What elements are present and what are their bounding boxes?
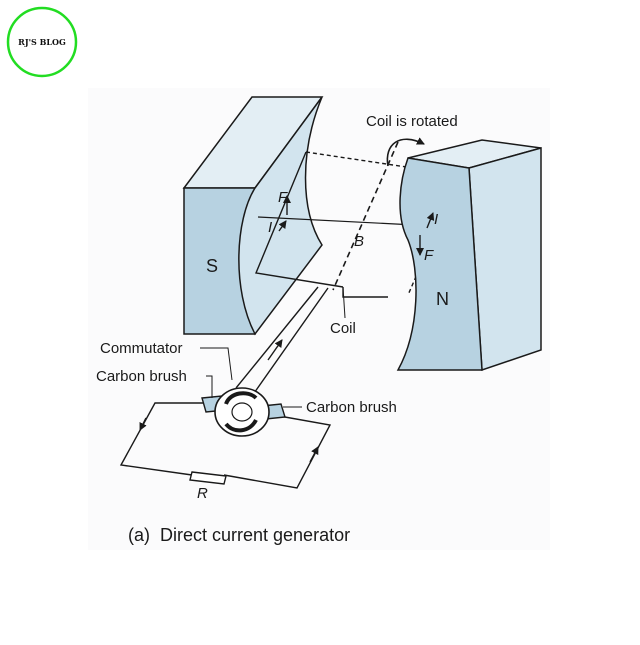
magnet-n-front — [396, 157, 483, 371]
label-coil-rotated: Coil is rotated — [366, 113, 458, 130]
label-commutator: Commutator — [100, 340, 183, 357]
commutator-hub — [231, 402, 253, 422]
label-force-right: F — [424, 247, 434, 264]
shaft-line-right — [251, 287, 329, 397]
label-current-right: I — [434, 211, 438, 228]
resistor — [189, 471, 227, 485]
commutator-segment-top — [224, 391, 258, 405]
watermark-ring — [6, 6, 78, 78]
carbon-brush-left-leader — [206, 375, 213, 398]
label-current-left: I — [268, 219, 272, 236]
label-carbon-brush-right: Carbon brush — [306, 399, 397, 416]
rotation-axis — [332, 141, 399, 291]
shaft-line-left — [235, 286, 319, 389]
label-resistor: R — [197, 485, 208, 502]
magnet-n — [396, 139, 542, 372]
blog-watermark: RJ'S BLOG — [6, 6, 78, 78]
label-pole-n: N — [436, 289, 449, 309]
watermark-text: RJ'S BLOG — [18, 37, 66, 47]
current-arrow-right — [426, 212, 435, 229]
commutator-leader — [200, 347, 233, 381]
figure-caption: (a) Direct current generator — [128, 525, 350, 545]
external-circuit — [119, 402, 332, 489]
coil-leader — [342, 286, 346, 319]
coil-shaft — [235, 286, 329, 397]
rotation-arrow — [386, 137, 425, 167]
commutator-assembly — [201, 387, 286, 437]
label-field-b: B — [354, 233, 364, 250]
coil-mid-line — [257, 216, 416, 226]
current-arrow-left — [278, 220, 287, 232]
label-pole-s: S — [206, 256, 218, 276]
circuit-arrow-left — [139, 417, 147, 431]
coil-front-edge — [255, 151, 344, 288]
shaft-current-arrow — [267, 339, 283, 361]
label-coil: Coil — [330, 320, 356, 337]
circuit-arrow-right — [309, 446, 319, 463]
commutator-segment-bottom — [224, 418, 258, 433]
label-carbon-brush-left: Carbon brush — [96, 368, 187, 385]
circuit-left-wire — [119, 402, 212, 476]
label-force-left: F — [278, 189, 288, 206]
